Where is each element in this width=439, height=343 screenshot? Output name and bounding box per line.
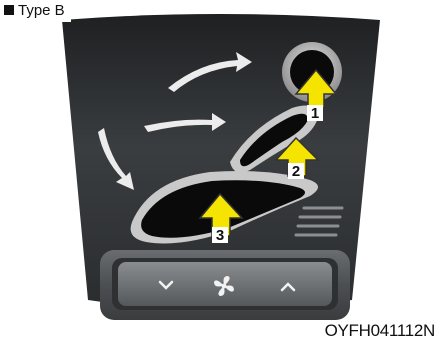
callout-number-1: 1 [311,105,319,122]
type-label: Type B [0,0,71,22]
square-bullet-icon [4,5,14,15]
control-buttons [112,258,338,310]
callout-number-3: 3 [216,227,224,244]
type-label-text: Type B [18,2,65,19]
callout-number-2: 2 [292,163,300,180]
figure-code: OYFH041112N [325,321,435,341]
